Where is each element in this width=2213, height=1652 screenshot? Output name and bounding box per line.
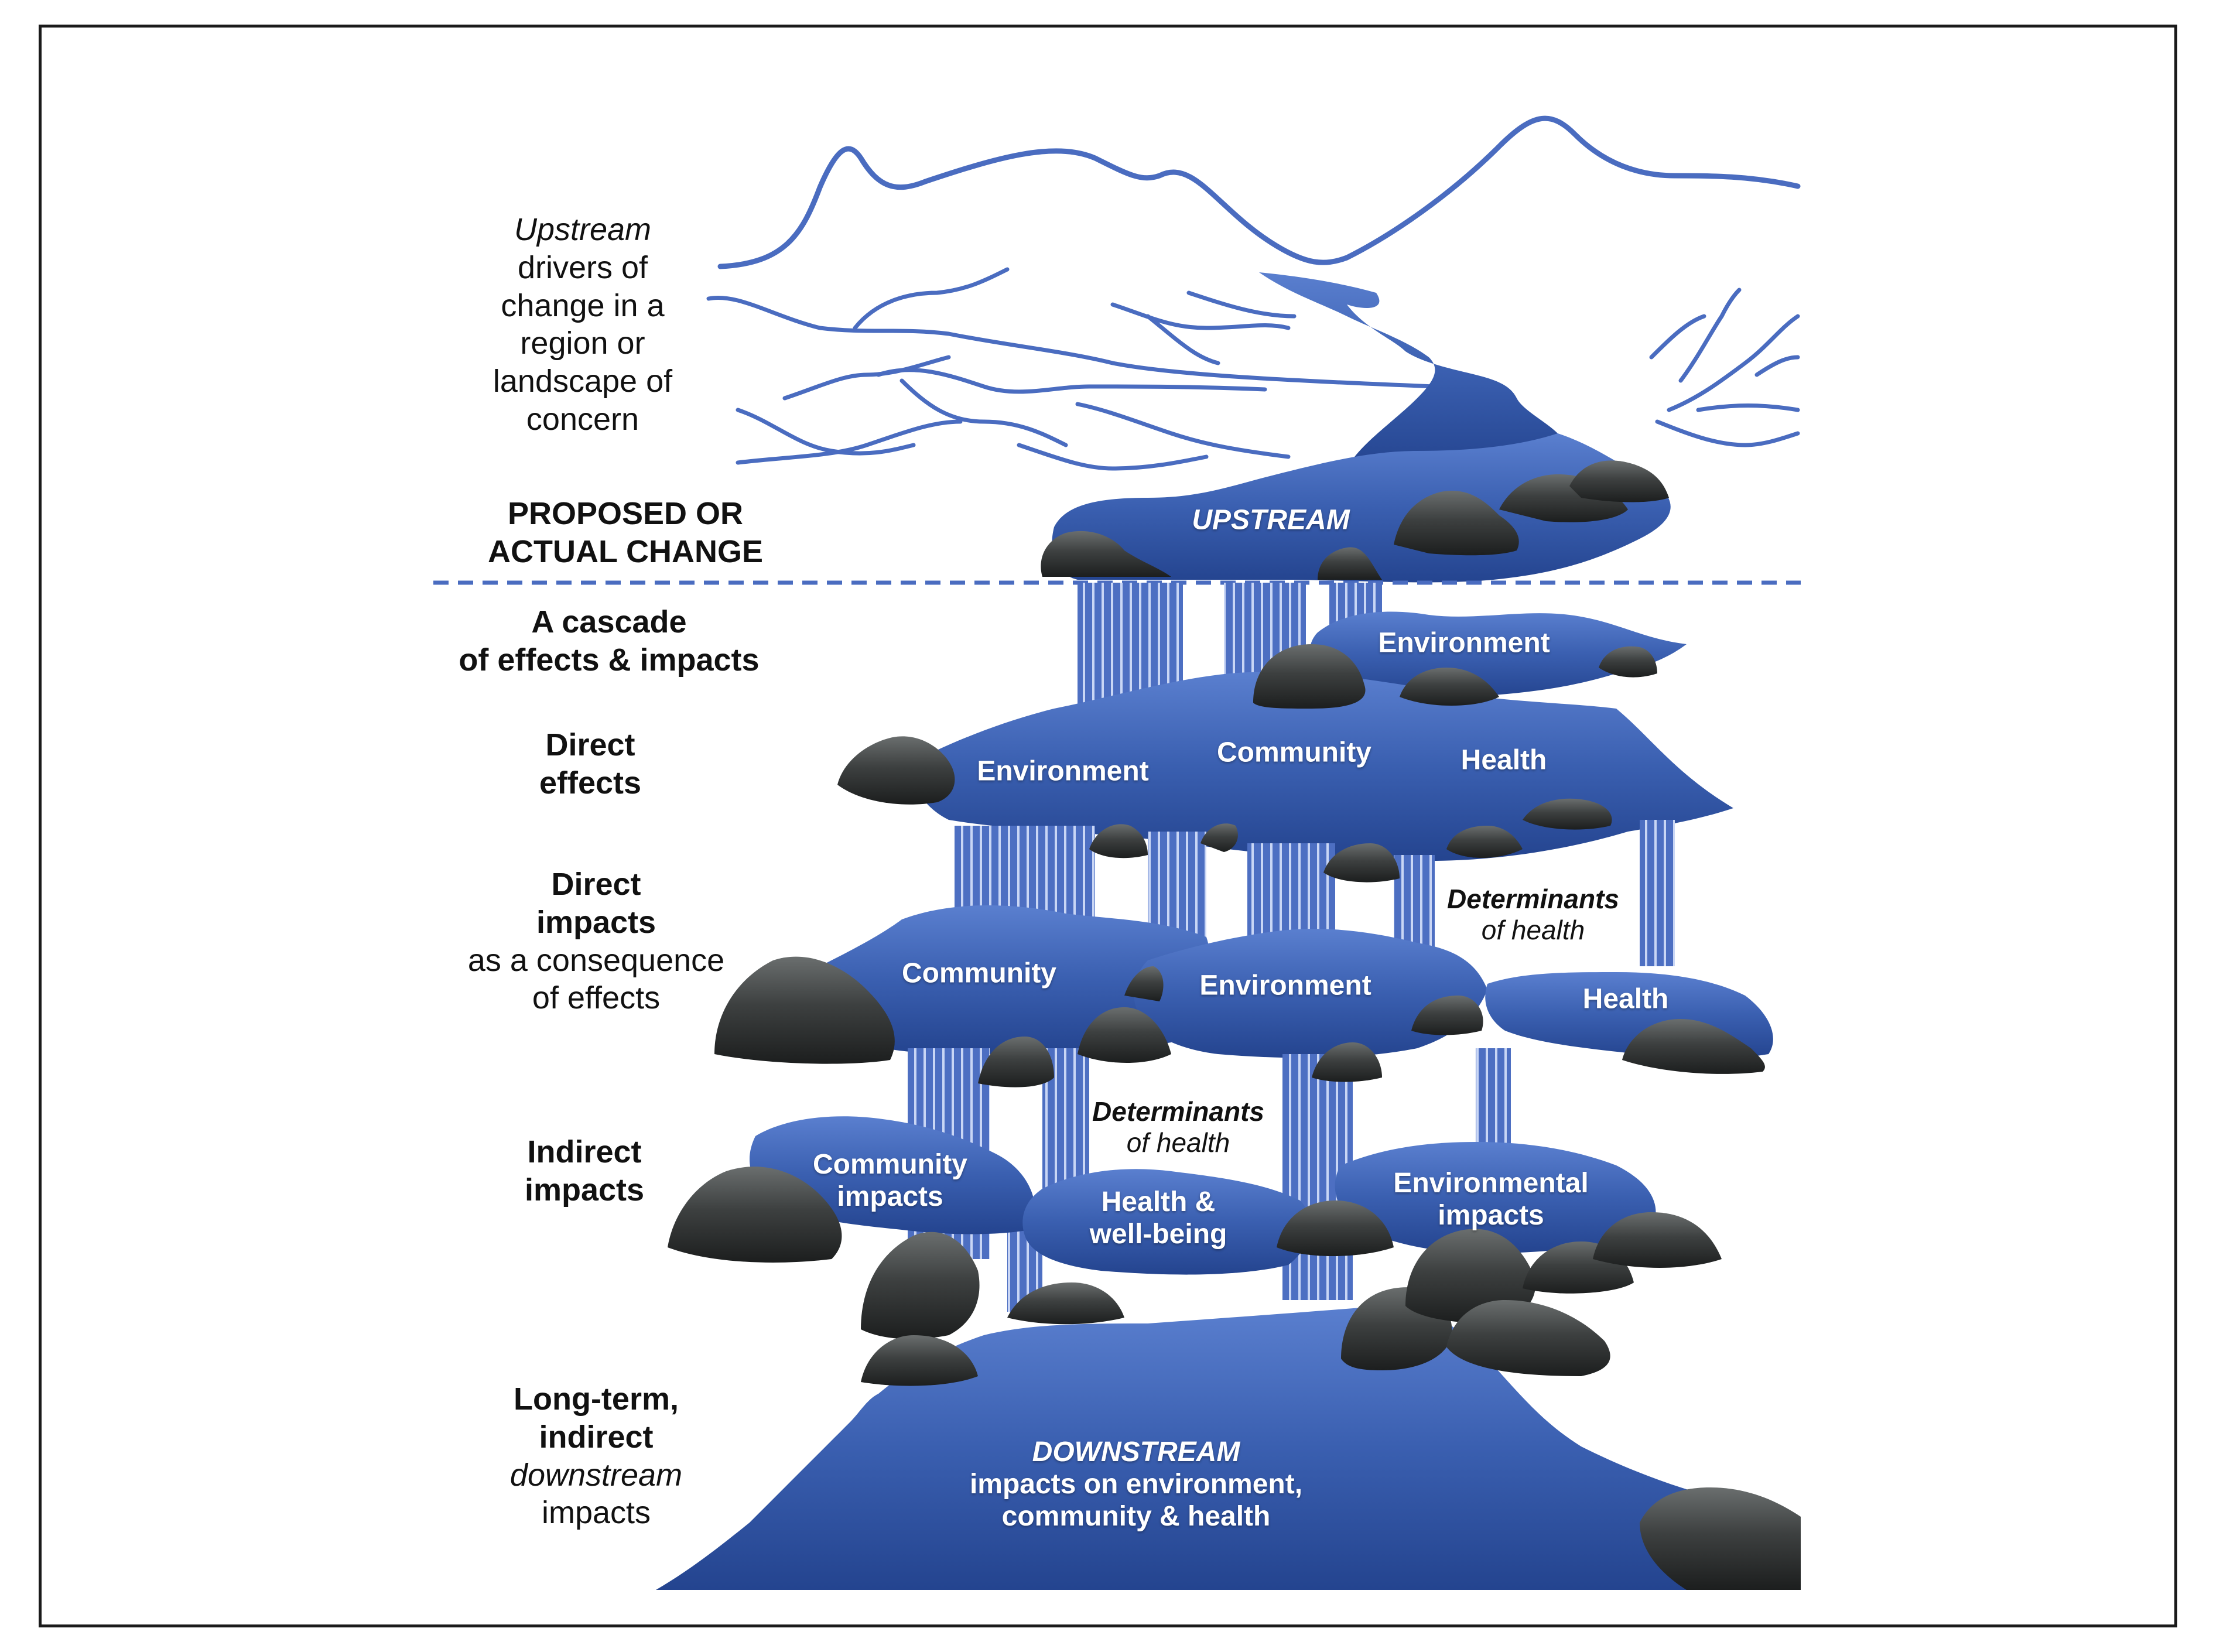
downstream-title: DOWNSTREAM [1032, 1436, 1240, 1468]
top-environment-pool [1309, 611, 1687, 698]
upstream-river [1259, 272, 1558, 471]
upstream-pool-label: UPSTREAM [1192, 504, 1350, 536]
cascade-label: A cascade of effects & impacts [459, 603, 759, 679]
direct-effects-environment-label: Environment [977, 755, 1149, 787]
direct-impacts-label: Direct impacts as a consequence of effec… [468, 866, 724, 1017]
determinants-label-1: Determinants of health [1447, 884, 1619, 946]
downstream-label: DOWNSTREAM impacts on environment, commu… [970, 1436, 1302, 1533]
proposed-change-label: PROPOSED OR ACTUAL CHANGE [488, 495, 763, 571]
direct-impacts-environment-label: Environment [1199, 970, 1371, 1001]
indirect-environmental-line-1: Environmental [1393, 1167, 1589, 1199]
indirect-health-line-2: well-being [1089, 1219, 1227, 1250]
determinants-label-2: Determinants of health [1092, 1096, 1264, 1158]
direct-effects-line-2: effects [539, 765, 642, 801]
tributaries [706, 267, 1800, 471]
upstream-drivers-line-4: landscape of [492, 364, 673, 399]
proposed-change-line-2: ACTUAL CHANGE [488, 533, 763, 569]
upstream-drivers-line-3: region or [520, 326, 645, 361]
downstream-line-2: community & health [1001, 1501, 1271, 1533]
long-term-line-1: Long-term, [514, 1381, 679, 1417]
long-term-line-4: impacts [541, 1495, 651, 1531]
indirect-environmental-line-2: impacts [1438, 1200, 1544, 1231]
indirect-impacts-label: Indirect impacts [525, 1133, 644, 1209]
long-term-label: Long-term, indirect downstream impacts [510, 1380, 682, 1532]
direct-impacts-community-label: Community [902, 957, 1056, 989]
indirect-health-label: Health & well-being [1090, 1186, 1227, 1250]
direct-impacts-line-1: Direct [551, 867, 641, 902]
direct-impacts-line-2: impacts [536, 904, 656, 940]
cascade-line-1: A cascade [531, 604, 687, 639]
determinants-2-bold: Determinants [1092, 1096, 1264, 1127]
direct-impacts-line-4: of effects [532, 980, 661, 1016]
direct-effects-label: Direct effects [539, 726, 641, 802]
direct-impacts-line-3: as a consequence [467, 942, 725, 978]
upstream-drivers-line-1: drivers of [517, 249, 648, 285]
long-term-line-2: indirect [539, 1419, 654, 1455]
upstream-drivers-line-5: concern [526, 401, 639, 437]
top-environment-label: Environment [1378, 627, 1550, 659]
determinants-1-normal: of health [1481, 915, 1585, 945]
downstream-line-1: impacts on environment, [969, 1469, 1303, 1500]
indirect-community-line-1: Community [813, 1148, 967, 1180]
indirect-impacts-line-1: Indirect [527, 1134, 642, 1169]
cascade-line-2: of effects & impacts [459, 642, 760, 678]
indirect-community-label: Community impacts [813, 1148, 967, 1213]
upstream-drivers-italic: Upstream [514, 212, 652, 247]
proposed-change-line-1: PROPOSED OR [507, 496, 744, 531]
direct-effects-line-1: Direct [545, 727, 635, 762]
indirect-environmental-label: Environmental impacts [1393, 1167, 1588, 1232]
indirect-health-pool [1022, 1169, 1311, 1275]
upstream-drivers-label: Upstream drivers of change in a region o… [493, 211, 672, 439]
long-term-line-3: downstream [509, 1457, 683, 1493]
mountain-outline [717, 115, 1801, 269]
indirect-impacts-line-2: impacts [524, 1172, 645, 1208]
direct-impacts-health-label: Health [1582, 983, 1669, 1015]
rocks [668, 460, 1801, 1590]
direct-effects-community-label: Community [1217, 737, 1371, 768]
indirect-community-line-2: impacts [837, 1181, 943, 1212]
determinants-1-bold: Determinants [1447, 884, 1619, 915]
determinants-2-normal: of health [1126, 1127, 1230, 1158]
indirect-environmental-pool [1335, 1142, 1656, 1253]
direct-impacts-environment-pool [1134, 929, 1487, 1058]
indirect-health-line-1: Health & [1101, 1186, 1216, 1217]
direct-effects-health-label: Health [1460, 744, 1547, 776]
upstream-drivers-line-2: change in a [501, 288, 665, 323]
